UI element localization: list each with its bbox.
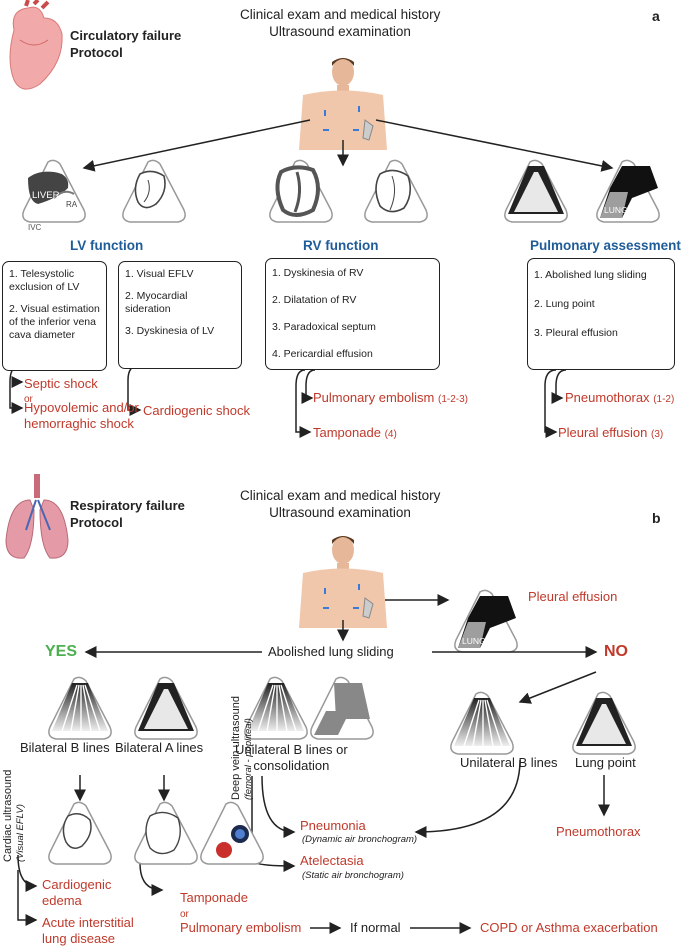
consolidation-fan-icon [310, 676, 374, 740]
bilateral-a-lines-label: Bilateral A lines [115, 740, 204, 755]
lv-function-title: LV function [70, 238, 144, 253]
lung-point-fan-icon [572, 691, 636, 755]
if-normal-label: If normal [350, 920, 401, 935]
liver-label: LIVER [32, 190, 60, 201]
deep-vein-ultrasound-label: Deep vein ultrasound(femoral - popliteal… [230, 696, 254, 800]
rv-function-title: RV function [303, 238, 379, 253]
cardiogenic-shock-label: Cardiogenic shock [143, 403, 250, 418]
cardiac-ultrasound-label: Cardiac ultrasound(Visual EFLV) [2, 769, 26, 862]
lv-echo-icon-b [48, 801, 112, 865]
lungs-icon [5, 474, 69, 559]
b-lines-fan-unilateral-icon [244, 676, 308, 740]
pleural-effusion-label-b: Pleural effusion [528, 589, 618, 604]
hypovolemic-shock-label: Hypovolemic and/or [24, 400, 139, 415]
tamponade-label-b: Tamponade [180, 890, 248, 905]
lung-tag-a: LUNG [604, 205, 628, 215]
yes-label: YES [45, 643, 78, 660]
pulmonary-embolism-label-b: Pulmonary embolism [180, 920, 302, 935]
rv-criteria-box: 1. Dyskinesia of RV 2. Dilatation of RV … [265, 258, 440, 370]
septic-shock-label: Septic shock [24, 376, 98, 391]
pulmonary-criteria-box: 1. Abolished lung sliding 2. Lung point … [527, 258, 675, 370]
static-bronchogram-label: (Static air bronchogram) [302, 870, 404, 881]
pneumonia-label: Pneumonia [300, 818, 366, 833]
patient-figure-b [298, 535, 388, 629]
lung-tag-b: LUNG [462, 636, 486, 646]
rv-dilated-echo-icon [269, 159, 333, 223]
copd-asthma-label: COPD or Asthma exacerbation [480, 920, 658, 935]
hemorrhagic-shock-label: hemorraghic shock [24, 416, 134, 431]
a-lines-fan-bilateral-icon [134, 676, 198, 740]
pleural-effusion-label-a: Pleural effusion (3) [558, 425, 664, 440]
rv-echo-icon-b [134, 801, 198, 865]
or-label-a: or [24, 394, 33, 405]
liver-echo-icon [22, 159, 86, 223]
no-label: NO [604, 643, 628, 660]
unilateral-b-lines-label: Unilateral B lines [460, 755, 558, 770]
b-lines-fan-bilateral-icon [48, 676, 112, 740]
lv-echo-icon [122, 159, 186, 223]
lv-criteria-box-1: 1. Telesystolic exclusion of LV 2. Visua… [2, 261, 107, 371]
bilateral-b-lines-label: Bilateral B lines [20, 740, 110, 755]
atelectasia-label: Atelectasia [300, 853, 364, 868]
b-lines-fan-unilateral-no-icon [450, 691, 514, 755]
ra-label: RA [66, 200, 78, 209]
rv-echo-icon [364, 159, 428, 223]
lv-criteria-box-2: 1. Visual EFLV 2. Myocardial sideration … [118, 261, 242, 369]
pulmonary-assessment-title: Pulmonary assessment [530, 238, 681, 253]
pneumothorax-label-b: Pneumothorax [556, 824, 641, 839]
or-label-b: or [180, 909, 189, 920]
patient-figure-a [298, 57, 388, 151]
pneumothorax-label-a: Pneumothorax (1-2) [565, 390, 675, 405]
ivc-label: IVC [28, 223, 42, 232]
dynamic-bronchogram-label: (Dynamic air bronchogram) [302, 834, 418, 845]
lung-point-label: Lung point [575, 755, 636, 770]
a-lines-fan-icon [504, 159, 568, 223]
panel-letter-a: a [652, 8, 660, 24]
abolished-lung-sliding-label: Abolished lung sliding [268, 644, 394, 659]
pulmonary-embolism-label-a: Pulmonary embolism (1-2-3) [313, 390, 469, 405]
panel-letter-b: b [652, 510, 661, 526]
heart-icon [9, 0, 63, 90]
vein-echo-icon [200, 801, 264, 865]
tamponade-label-a: Tamponade (4) [313, 425, 397, 440]
